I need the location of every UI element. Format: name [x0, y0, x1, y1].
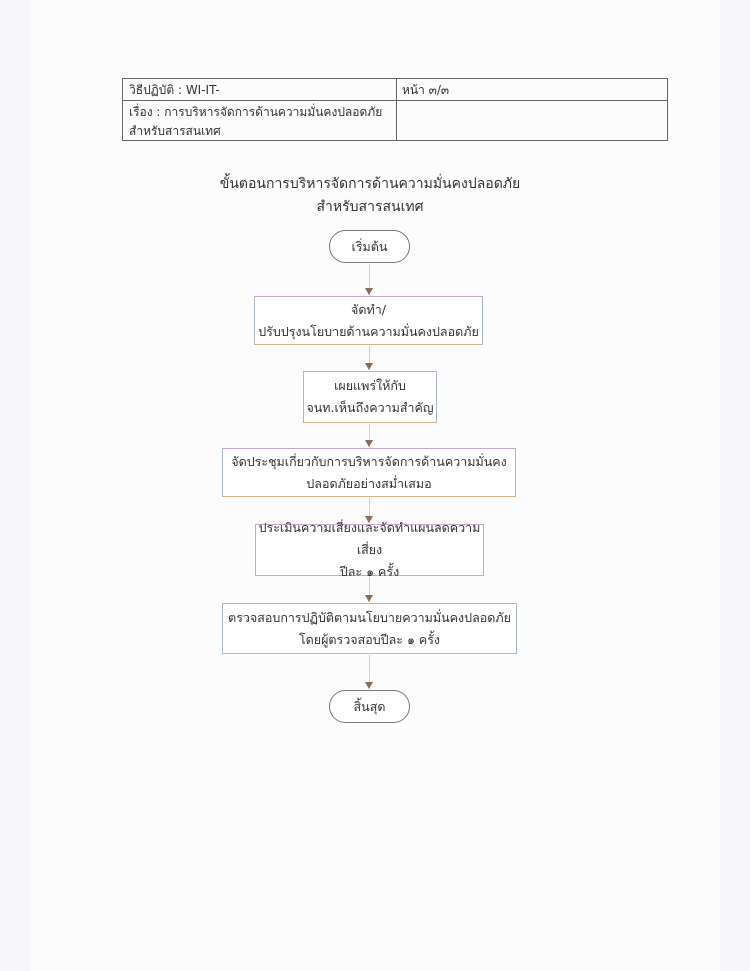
- step-5-box: ตรวจสอบการปฏิบัติตามนโยบายความมั่นคงปลอด…: [222, 603, 517, 654]
- end-terminator: สิ้นสุด: [329, 690, 410, 723]
- step-1-box: จัดทำ/ปรับปรุงนโยบายด้านความมั่นคงปลอดภั…: [254, 296, 483, 345]
- divider: [396, 79, 397, 140]
- arrow: [365, 264, 373, 295]
- step-text: ปีละ ๑ ครั้ง: [339, 564, 400, 579]
- step-text: ปลอดภัยอย่างสม่ำเสมอ: [306, 475, 432, 491]
- header-table: วิธีปฏิบัติ : WI-IT- หน้า ๓/๓ เรื่อง : ก…: [122, 78, 668, 141]
- step-text: โดยผู้ตรวจสอบปีละ ๑ ครั้ง: [298, 631, 441, 647]
- flowchart-subtitle: สำหรับสารสนเทศ: [316, 199, 424, 215]
- flowchart-title: ขั้นตอนการบริหารจัดการด้านความมั่นคงปลอด…: [219, 176, 521, 192]
- start-terminator: เริ่มต้น: [329, 230, 410, 263]
- arrow: [365, 655, 373, 689]
- step-3-box: จัดประชุมเกี่ยวกับการบริหารจัดการด้านควา…: [222, 448, 516, 497]
- step-text: เผยแพร่ให้กับ: [334, 378, 406, 393]
- step-text: จัดประชุมเกี่ยวกับการบริหารจัดการด้านควา…: [231, 453, 507, 469]
- divider: [123, 100, 667, 101]
- step-text: จัดทำ/: [351, 301, 386, 317]
- procedure-label: วิธีปฏิบัติ : WI-IT-: [129, 83, 220, 97]
- arrow: [365, 577, 373, 602]
- step-4-box: ประเมินความเสี่ยงและจัดทำแผนลดความเสี่ยง…: [255, 520, 484, 579]
- subject-cell: เรื่อง : การบริหารจัดการด้านความมั่นคงปล…: [123, 101, 388, 143]
- subject-line: สำหรับสารสนเทศ: [129, 124, 221, 138]
- step-text: ตรวจสอบการปฏิบัติตามนโยบายความมั่นคงปลอด…: [228, 609, 511, 625]
- arrow: [365, 498, 373, 523]
- subject-line: เรื่อง : การบริหารจัดการด้านความมั่นคงปล…: [129, 105, 383, 119]
- step-text: ประเมินความเสี่ยงและจัดทำแผนลดความเสี่ยง: [258, 520, 481, 557]
- arrow: [365, 424, 373, 447]
- step-2-box: เผยแพร่ให้กับจนท.เห็นถึงความสำคัญ: [303, 371, 437, 423]
- page-label: หน้า ๓/๓: [402, 83, 450, 97]
- step-text: ปรับปรุงนโยบายด้านความมั่นคงปลอดภัย: [258, 323, 479, 339]
- step-text: จนท.เห็นถึงความสำคัญ: [306, 400, 434, 415]
- arrow: [365, 346, 373, 370]
